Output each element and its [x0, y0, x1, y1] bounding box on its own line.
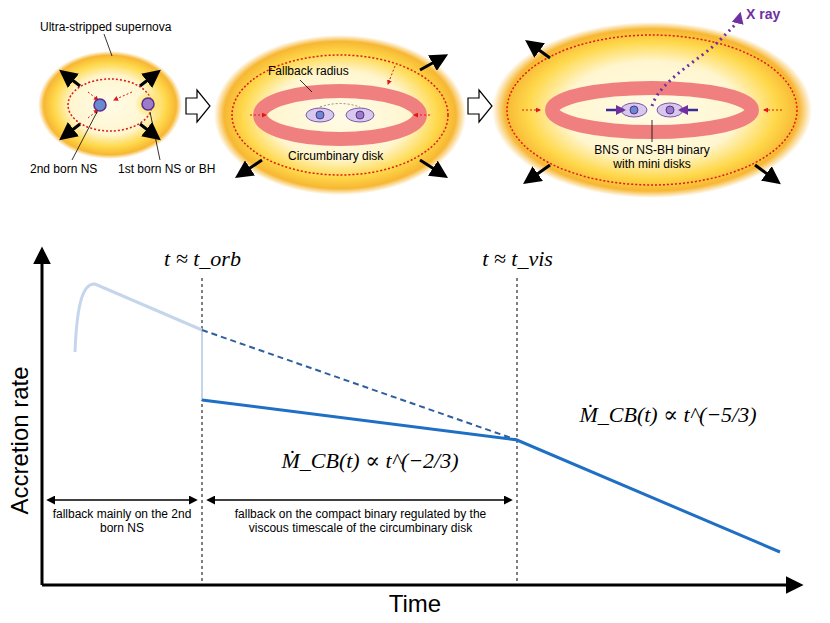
leader-lines	[72, 34, 160, 160]
callout-label: 2nd born NS	[30, 162, 110, 176]
ejecta-glow	[214, 35, 466, 195]
drop-line	[201, 330, 203, 400]
callout-label: Circumbinary disk	[288, 149, 398, 163]
mini-disk	[306, 108, 334, 122]
leader-lines	[300, 80, 312, 92]
phase-note: fallback on the compact binary regulated…	[218, 507, 503, 536]
neutron-star	[316, 111, 324, 119]
callout-label: 1st born NS or BH	[118, 162, 228, 176]
time-marker: t ≈ t_orb	[145, 246, 260, 272]
fallback-radius	[507, 35, 797, 185]
unregulated-curve	[202, 330, 517, 440]
merger-panel	[492, 14, 812, 198]
mini-disk	[346, 108, 374, 122]
ejecta-arrows	[238, 56, 445, 176]
neutron-star	[630, 106, 638, 114]
mini-disk	[621, 103, 647, 117]
circumbinary-disk	[260, 91, 420, 139]
ejecta-arrows	[62, 72, 158, 138]
xray-label: X ray	[746, 6, 806, 23]
inspiral-arrow	[680, 109, 698, 112]
xray-arrow	[652, 14, 740, 106]
orbit-time-line	[202, 278, 203, 583]
fallback-arrows	[522, 110, 782, 111]
mini-disk	[657, 103, 683, 117]
fallback-radius	[232, 55, 448, 175]
callout-label: Fallback radius	[268, 64, 368, 78]
leader-lines	[652, 120, 653, 142]
inspiral-arrow	[606, 109, 624, 112]
compact-object	[356, 111, 364, 119]
compact-binary	[306, 104, 374, 123]
accretion-plot	[42, 250, 800, 585]
first-ns-bh	[142, 98, 154, 110]
ejecta-glow	[38, 51, 182, 159]
callout-label: Ultra-stripped supernova	[40, 20, 180, 34]
stage-arrow	[468, 90, 492, 122]
power-law-label: Ṁ_CB(t) ∝ t^(−5/3)	[548, 402, 788, 428]
viscous-time-line	[517, 278, 518, 583]
compact-object	[666, 106, 674, 114]
axis-label: Time	[370, 590, 460, 619]
fallback-arrows	[88, 92, 132, 118]
x-axis	[42, 584, 800, 587]
span-arrow	[48, 499, 196, 501]
power-law-label: Ṁ_CB(t) ∝ t^(−2/3)	[240, 448, 500, 474]
stage-arrow	[186, 90, 210, 122]
bh-halo	[135, 91, 161, 117]
orbit	[320, 104, 360, 108]
circumbinary-panel	[214, 35, 466, 195]
early-fallback-curve	[75, 284, 202, 352]
y-axis	[41, 250, 44, 585]
supernova-panel	[38, 34, 182, 160]
ejecta-arrows	[526, 42, 778, 182]
callout-label: BNS or NS-BH binary with mini disks	[582, 143, 722, 172]
span-arrow	[208, 499, 511, 501]
time-marker: t ≈ t_vis	[460, 246, 575, 272]
phase-note: fallback mainly on the 2nd born NS	[52, 507, 192, 536]
ejecta-glow	[492, 22, 812, 198]
axis-label: Accretion rate	[6, 350, 35, 530]
second-ns	[94, 99, 106, 111]
